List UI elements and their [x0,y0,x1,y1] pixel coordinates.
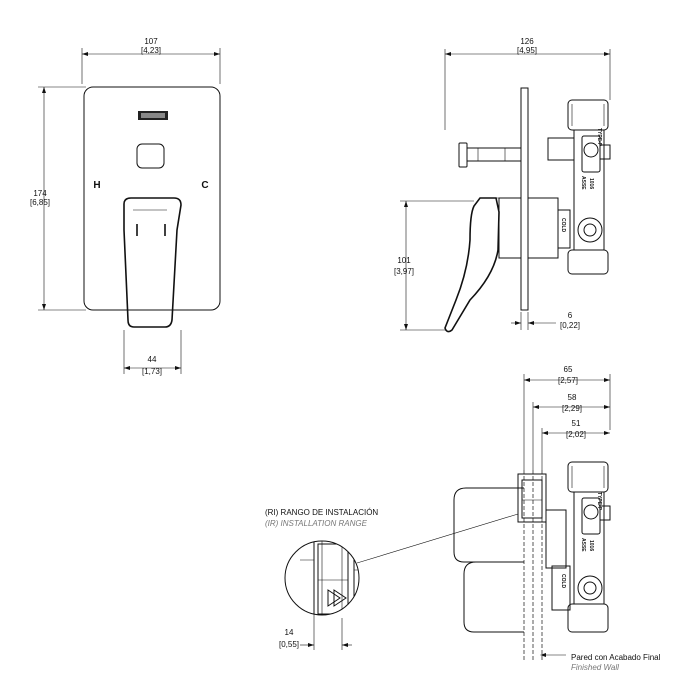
plate-thickness-in: [0,22] [560,321,580,330]
install-dim2-in: [2,29] [562,404,582,413]
handle-width-mm: 44 [148,355,157,364]
plate-thickness-mm: 6 [568,311,573,320]
lever-handle [123,197,182,328]
side-asse-number: 1016 [588,178,594,189]
install-dim1-in: [2,57] [558,376,578,385]
range-mm: 14 [285,628,294,637]
install-type-label: TYPE-P [596,492,602,511]
wall-label-en: Finished Wall [571,663,619,672]
front-height-in: [6,85] [30,198,50,207]
side-handle-height-mm: 101 [397,256,411,265]
install-asse-number: 1016 [588,540,594,551]
front-view: 107 [4,23] 174 [6,85] H C 44 [1,73] [30,37,221,376]
install-asse-label: ASSE [580,538,586,552]
side-depth-in: [4,95] [517,46,537,55]
diverter-button [136,143,165,169]
side-cold-label: COLD [560,218,566,233]
install-dim3-in: [2,02] [566,430,586,439]
hot-label: H [93,180,100,191]
range-title-en: (IR) INSTALLATION RANGE [265,519,368,528]
side-depth-mm: 126 [520,37,534,46]
front-height-mm: 174 [33,189,47,198]
install-dim3-mm: 51 [572,419,581,428]
side-asse-label: ASSE [580,176,586,190]
cold-label: C [201,180,208,191]
install-cold-label: COLD [560,574,566,589]
range-title-es: (RI) RANGO DE INSTALACIÓN [265,508,378,517]
side-handle-height-in: [3,97] [394,267,414,276]
install-dim1-mm: 65 [564,365,573,374]
plaster-guard [453,487,524,563]
side-lever-handle [444,197,500,333]
side-view: 126 [4,95] TYPE-P ASSE 1016 COLD [394,37,611,333]
side-plate [520,87,529,311]
install-view: 65 [2,57] 58 [2,29] 51 [2,02] [265,365,661,672]
trim-plate [83,86,221,311]
front-width-in: [4,23] [141,46,161,55]
handle-width-in: [1,73] [142,367,162,376]
side-type-label: TYPE-P [596,128,602,147]
wall-label-es: Pared con Acabado Final [571,653,661,662]
range-in: [0,55] [279,640,299,649]
install-dim2-mm: 58 [568,393,577,402]
front-width-mm: 107 [144,37,158,46]
